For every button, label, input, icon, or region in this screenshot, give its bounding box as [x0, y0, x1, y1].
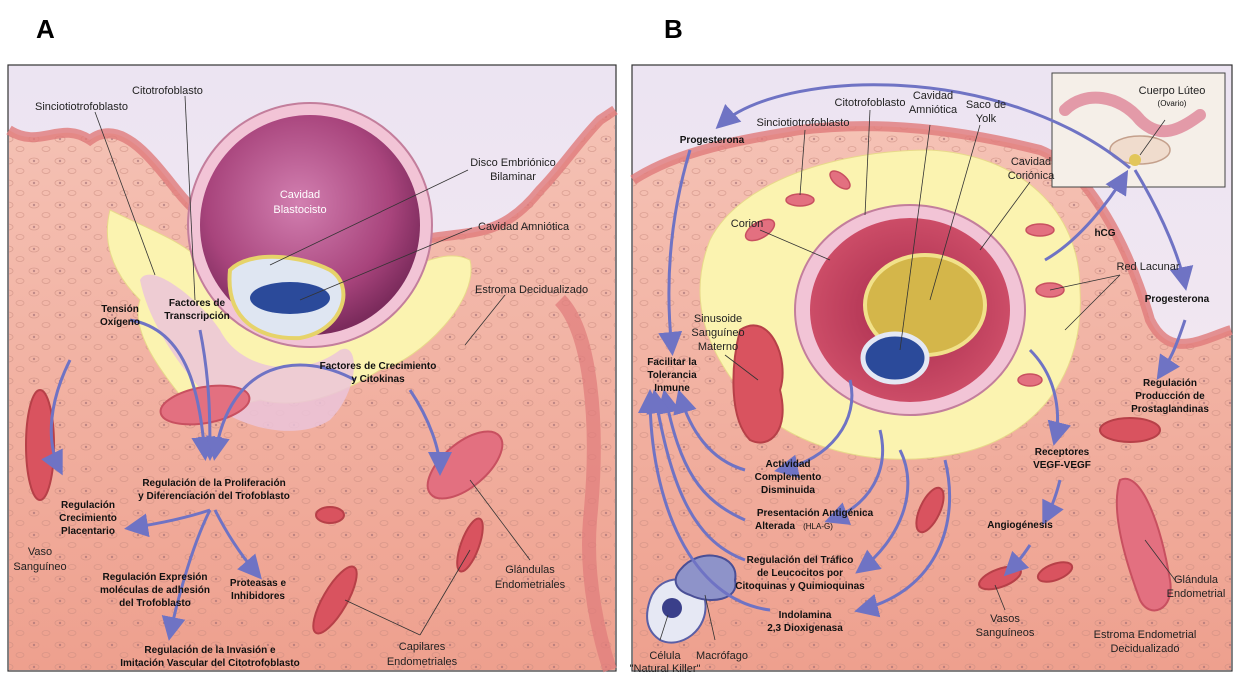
label-b-macrofago: Macrófago	[696, 650, 748, 662]
label-b-facilitar-2: Tolerancia	[647, 370, 697, 381]
label-a-vaso-1: Vaso	[28, 546, 52, 558]
label-a-reg-crec-2: Crecimiento	[59, 513, 117, 524]
label-a-reg-prolif-2: y Diferenciación del Trofoblasto	[138, 491, 290, 502]
label-a-vaso-2: Sanguíneo	[13, 561, 66, 573]
label-b-celula-2: "Natural Killer"	[630, 663, 701, 675]
label-a-disco-2: Bilaminar	[490, 171, 536, 183]
label-b-indolamina-2: 2,3 Dioxigenasa	[767, 623, 843, 634]
label-b-cuerpo-2: (Ovario)	[1158, 99, 1187, 108]
label-b-facilitar-3: Inmune	[654, 383, 690, 394]
label-b-saco-1: Saco de	[966, 99, 1006, 111]
label-b-progesterona-top: Progesterona	[680, 135, 745, 146]
panel-b: Citotrofoblasto Cavidad Amniótica Saco d…	[630, 65, 1232, 675]
label-a-proteasas-2: Inhibidores	[231, 591, 285, 602]
label-b-hcg: hCG	[1094, 228, 1115, 239]
label-b-trafico-2: de Leucocitos por	[757, 568, 843, 579]
label-b-corion: Corion	[731, 218, 763, 230]
label-a-capilares-2: Endometriales	[387, 656, 458, 668]
label-a-factores-c-2: y Citokinas	[351, 374, 405, 385]
label-b-actividad-1: Actividad	[765, 459, 810, 470]
label-a-glandulas-2: Endometriales	[495, 579, 566, 591]
label-a-tension-2: Oxígeno	[100, 317, 140, 328]
label-a-reg-inv-2: Imitación Vascular del Citotrofoblasto	[120, 658, 299, 669]
label-b-sinusoide-2: Sanguíneo	[691, 327, 744, 339]
label-b-presentacion-hla: (HLA-G)	[803, 522, 833, 531]
label-a-reg-crec-3: Placentario	[61, 526, 115, 537]
label-b-saco-2: Yolk	[976, 113, 997, 125]
label-b-glandula-1: Glándula	[1174, 574, 1219, 586]
label-b-sinusoide-1: Sinusoide	[694, 313, 742, 325]
label-b-trafico-1: Regulación del Tráfico	[747, 555, 854, 566]
label-b-actividad-2: Complemento	[755, 472, 822, 483]
label-b-cav-cor-2: Coriónica	[1008, 170, 1055, 182]
label-a-sincitio: Sinciotiotrofoblasto	[35, 101, 128, 113]
label-a-reg-exp-1: Regulación Expresión	[102, 572, 207, 583]
panel-a: Sinciotiotrofoblasto Citotrofoblasto Cav…	[8, 65, 616, 671]
label-a-factores-t-2: Transcripción	[164, 311, 230, 322]
label-b-reg-prod-3: Prostaglandinas	[1131, 404, 1209, 415]
label-b-sincitio: Sinciotiotrofoblasto	[757, 117, 850, 129]
label-b-cav-amn-1: Cavidad	[913, 90, 953, 102]
label-b-presentacion-2: Alterada	[755, 521, 795, 532]
label-b-angiogenesis: Angiogénesis	[987, 520, 1053, 531]
label-b-estroma-1: Estroma Endometrial	[1094, 629, 1197, 641]
label-b-progesterona-right: Progesterona	[1145, 294, 1210, 305]
label-a-glandulas-1: Glándulas	[505, 564, 555, 576]
label-a-proteasas-1: Proteasas e	[230, 578, 287, 589]
label-a-estroma: Estroma Decidualizado	[475, 284, 588, 296]
label-a-reg-exp-2: moléculas de adhesión	[100, 585, 210, 596]
label-a-capilares-1: Capilares	[399, 641, 446, 653]
label-b-presentacion-1: Presentación Antigénica	[757, 508, 874, 519]
label-a-citotrofo: Citotrofoblasto	[132, 85, 203, 97]
label-b-estroma-2: Decidualizado	[1110, 643, 1179, 655]
label-b-actividad-3: Disminuida	[761, 485, 815, 496]
label-b-receptores-1: Receptores	[1035, 447, 1090, 458]
label-b-reg-prod-2: Producción de	[1135, 391, 1205, 402]
label-b-trafico-3: Citoquinas y Quimioquinas	[735, 581, 865, 592]
label-b-cav-amn-2: Amniótica	[909, 104, 958, 116]
label-a-cavidad-amn: Cavidad Amniótica	[478, 221, 570, 233]
label-b-red-lacunar: Red Lacunar	[1117, 261, 1180, 273]
label-a-cavidad-blasto-1: Cavidad	[280, 189, 320, 201]
label-a-reg-crec-1: Regulación	[61, 500, 115, 511]
label-b-cav-cor-1: Cavidad	[1011, 156, 1051, 168]
label-b-celula-1: Célula	[649, 650, 681, 662]
label-b-receptores-2: VEGF-VEGF	[1033, 460, 1091, 471]
label-b-glandula-2: Endometrial	[1167, 588, 1226, 600]
label-b-vasos-2: Sanguíneos	[976, 627, 1035, 639]
label-a-tension-1: Tensión	[101, 304, 139, 315]
label-a-reg-exp-3: del Trofoblasto	[119, 598, 191, 609]
label-a-reg-prolif-1: Regulación de la Proliferación	[142, 478, 285, 489]
label-b-sinusoide-3: Materno	[698, 341, 738, 353]
label-a-disco-1: Disco Embriónico	[470, 157, 556, 169]
label-b-vasos-1: Vasos	[990, 613, 1020, 625]
label-b-facilitar-1: Facilitar la	[647, 357, 697, 368]
label-a-cavidad-blasto-2: Blastocisto	[273, 204, 326, 216]
label-b-citotrofo: Citotrofoblasto	[835, 97, 906, 109]
label-a-factores-t-1: Factores de	[169, 298, 226, 309]
label-a-reg-inv-1: Regulación de la Invasión e	[144, 645, 276, 656]
label-b-reg-prod-1: Regulación	[1143, 378, 1197, 389]
label-a-factores-c-1: Factores de Crecimiento	[320, 361, 437, 372]
label-b-indolamina-1: Indolamina	[779, 610, 832, 621]
label-b-cuerpo-1: Cuerpo Lúteo	[1139, 85, 1206, 97]
